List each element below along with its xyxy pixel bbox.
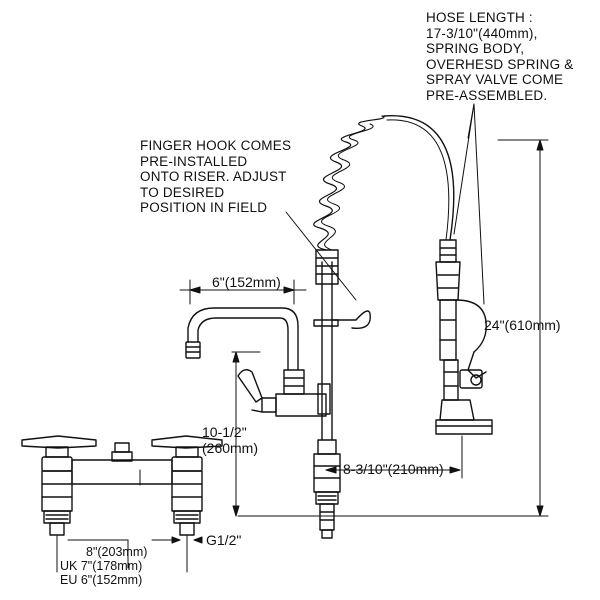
add-on-spout <box>185 307 331 417</box>
spray-offset-label: 8-3/10"(210mm) <box>343 461 444 477</box>
deck-mount-base <box>21 435 223 536</box>
centers-eu-label: EU 6"(152mm) <box>60 573 143 587</box>
hose-length-callout: HOSE LENGTH : 17-3/10"(440mm), SPRING BO… <box>426 10 574 103</box>
spout-height-label: 10-1/2" (260mm) <box>202 424 259 456</box>
centers-us-label: 8"(203mm) <box>86 545 148 559</box>
hose-and-spray-valve <box>383 115 493 435</box>
riser-assembly <box>313 115 385 539</box>
centers-uk-label: UK 7"(178mm) <box>60 559 143 573</box>
overall-height-label: 24"(610mm) <box>484 317 561 333</box>
dimension-lines <box>56 103 549 573</box>
finger-hook-callout: FINGER HOOK COMES PRE-INSTALLED ONTO RIS… <box>140 138 292 215</box>
inlet-thread-label: G1/2" <box>206 532 242 548</box>
spout-reach-label: 6"(152mm) <box>212 274 281 290</box>
